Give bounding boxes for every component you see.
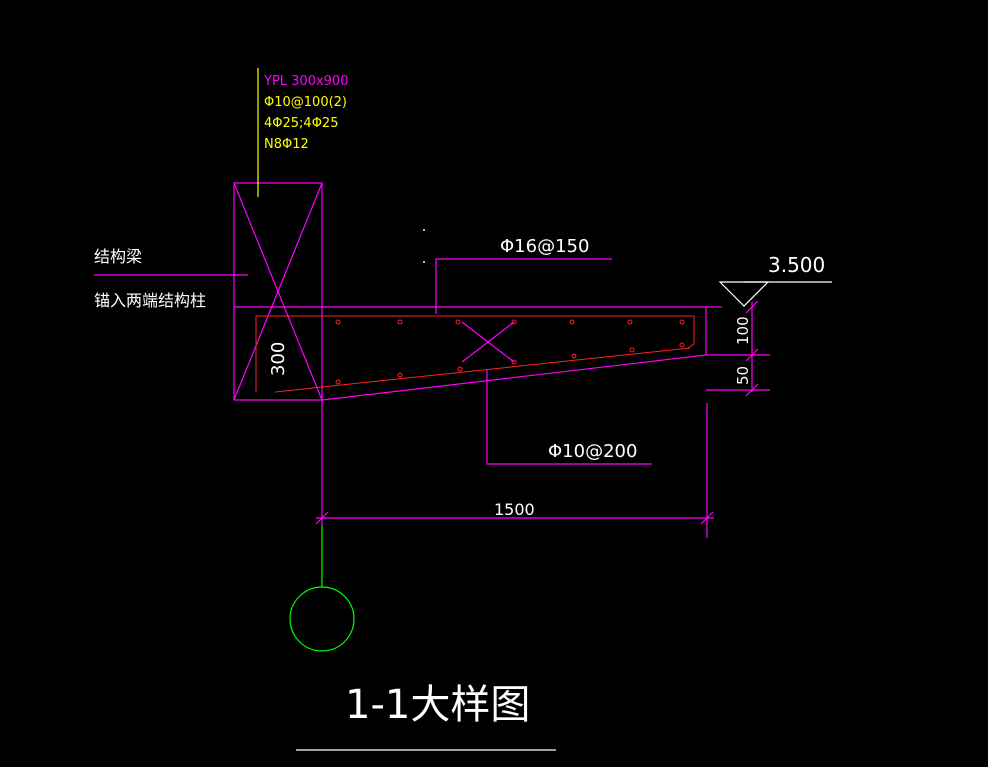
rebar-cross-mark: [461, 321, 515, 363]
beam-note-line1: YPL 300x900: [263, 74, 348, 89]
beam-note-line3: 4Φ25;4Φ25: [264, 116, 338, 131]
span-dimension: [315, 400, 714, 538]
bottom-rebar-label: Φ10@200: [548, 441, 637, 462]
structure-note: 结构梁 锚入两端结构柱: [94, 247, 206, 310]
beam-note-line4: N8Φ12: [264, 137, 309, 152]
beam-note-line2: Φ10@100(2): [264, 95, 347, 110]
slab-outline: [234, 306, 722, 401]
span-label: 1500: [494, 500, 535, 519]
thickness-step-label: 50: [734, 366, 752, 385]
slab-rebar: [255, 315, 695, 393]
elevation-label: 3.500: [768, 253, 825, 277]
stray-point: [423, 229, 425, 231]
structure-note-line2: 锚入两端结构柱: [94, 291, 206, 310]
thickness-edge-label: 100: [734, 316, 752, 345]
beam-note: YPL 300x900 Φ10@100(2) 4Φ25;4Φ25 N8Φ12: [263, 74, 348, 152]
top-rebar-leader: [435, 258, 612, 314]
bottom-rebar-leader: [486, 370, 652, 465]
stray-point: [423, 261, 425, 263]
rebar-dots: [335, 319, 685, 385]
elevation-marker: [718, 281, 832, 307]
top-rebar-label: Φ16@150: [500, 236, 589, 257]
axis-bubble: [289, 586, 355, 652]
column-height-label: 300: [268, 342, 289, 376]
thickness-dimension: [706, 300, 770, 397]
structure-note-line1: 结构梁: [94, 247, 142, 266]
beam-section: [233, 182, 323, 401]
drawing-title: 1-1大样图: [345, 682, 530, 728]
